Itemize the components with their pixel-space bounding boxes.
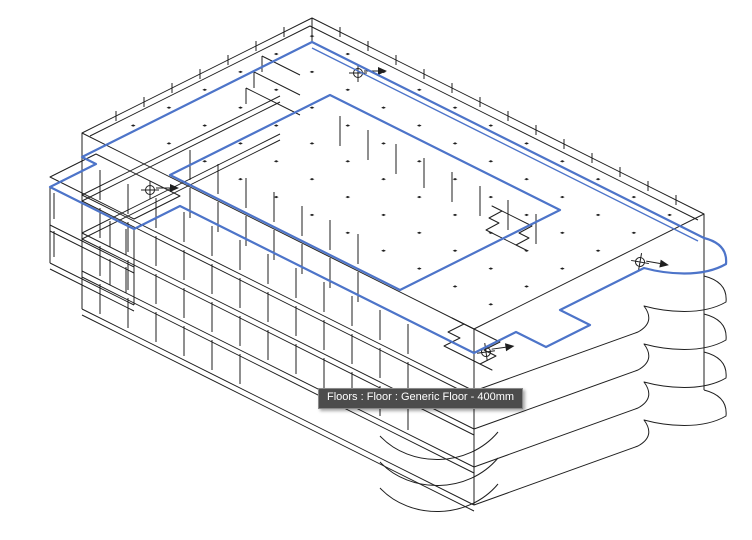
building-wireframe[interactable] xyxy=(49,17,727,512)
roof-parapet-lines xyxy=(89,25,699,221)
scalloped-edge-level2 xyxy=(473,313,727,430)
terrace-step-lines xyxy=(245,55,301,116)
highlighted-floor-thickness-line[interactable] xyxy=(311,47,699,242)
columns-opening-row xyxy=(339,116,537,244)
tooltip: Floors : Floor : Generic Floor - 400mm xyxy=(318,388,524,409)
tooltip-text: Floors : Floor : Generic Floor - 400mm xyxy=(327,391,515,403)
stair-outline-mid xyxy=(485,205,533,251)
slab-edges-sw xyxy=(81,194,475,512)
wing-roof-outline xyxy=(49,153,181,220)
curved-bay-arcs xyxy=(379,431,499,512)
highlighted-floor-outer-edge[interactable] xyxy=(48,40,728,355)
scalloped-edge-level1 xyxy=(473,351,727,468)
slab-edges-nw xyxy=(81,95,281,240)
sprinkler-symbol xyxy=(140,180,180,200)
scalloped-edge-level0 xyxy=(473,389,727,506)
floor-grid-dots xyxy=(104,30,690,322)
highlighted-floor-selection[interactable] xyxy=(48,40,728,355)
wing-columns xyxy=(53,193,127,293)
columns-front-row xyxy=(99,170,409,430)
stair-outline-front xyxy=(443,317,501,371)
scalloped-edge-level3 xyxy=(473,275,727,392)
grid-ticks-ne-edge xyxy=(339,27,677,205)
grid-ticks-nw-edge xyxy=(115,27,285,121)
wing-slab-edges xyxy=(49,224,135,312)
highlighted-floor-opening-edge[interactable] xyxy=(168,93,562,292)
